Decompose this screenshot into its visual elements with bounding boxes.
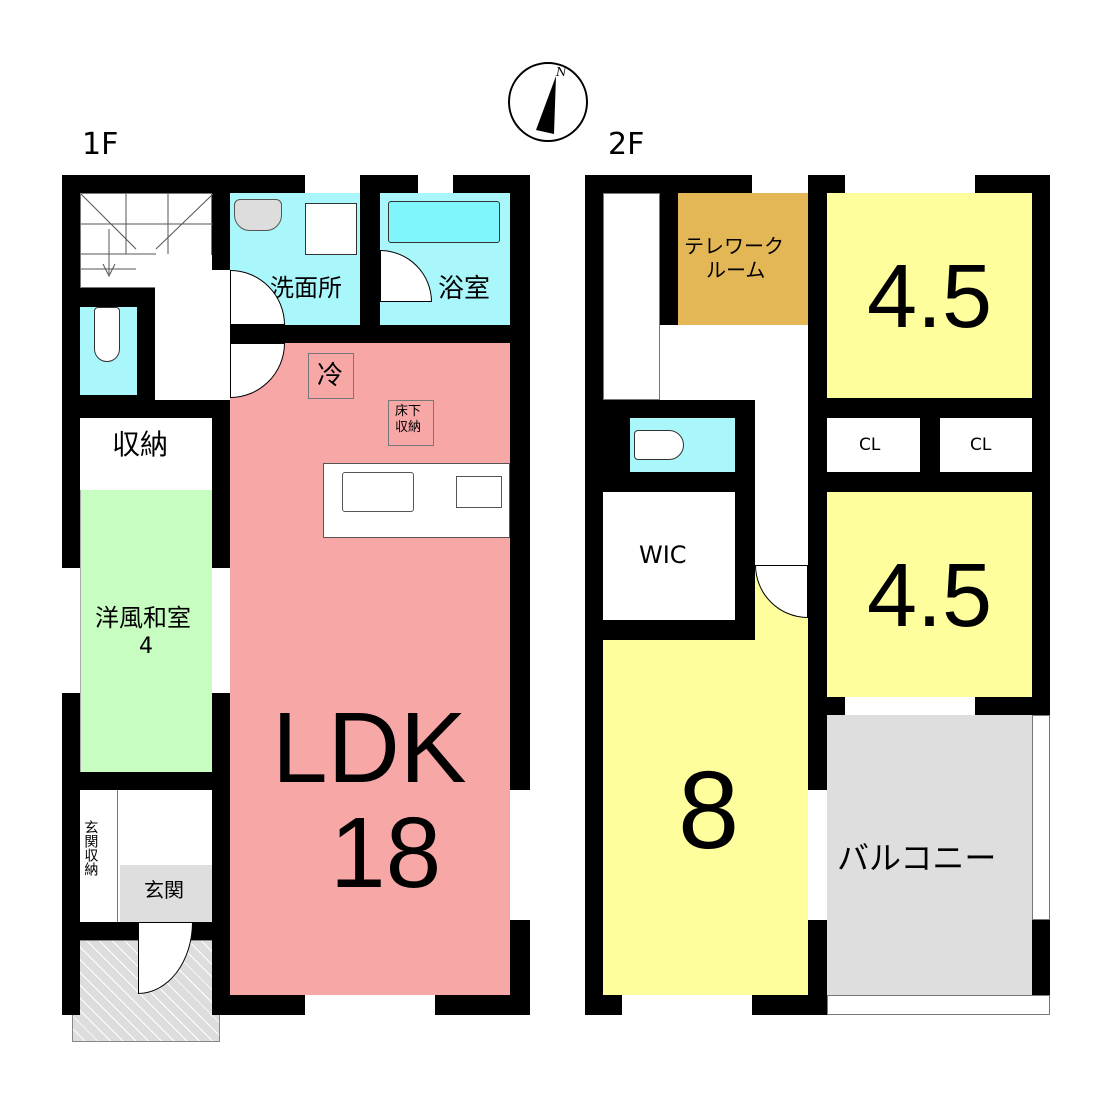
balcony-rail-right: [1032, 715, 1050, 920]
fridge-label: 冷: [317, 361, 344, 391]
compass-north-label: N: [556, 65, 567, 79]
porch-wall-right: [212, 940, 230, 1015]
underfloor-storage: 床下 収納: [388, 400, 434, 446]
entrance-tile: 玄関: [120, 865, 212, 922]
floor-label-2f: 2F: [608, 127, 645, 162]
entrance-storage: 玄関収納: [80, 790, 118, 922]
bedroom-west-size: 8: [678, 749, 740, 872]
bathtub-icon: [388, 201, 500, 243]
closet-1: CL: [827, 418, 920, 472]
compass: N: [508, 62, 588, 142]
floor-label-1f: 1F: [82, 127, 119, 162]
japanese-room: 洋風和室 4: [80, 490, 212, 772]
toilet-2f-icon: [634, 430, 684, 460]
closet-2-label: CL: [970, 435, 992, 455]
bedroom-east: 4.5: [827, 492, 1032, 697]
ldk: 冷 床下 収納 LDK 18: [230, 343, 510, 995]
storage-1f: 収納: [80, 418, 212, 490]
bedroom-northeast: 4.5: [827, 193, 1032, 398]
window-ldk-right: [510, 790, 530, 920]
entrance-hall: 玄関収納 玄関: [80, 790, 212, 922]
bathroom-label: 浴室: [438, 274, 491, 304]
wic-label: WIC: [639, 541, 687, 569]
north-arrow-icon: [536, 76, 556, 134]
stairs-1f: [80, 193, 213, 288]
underfloor-storage-line2: 収納: [395, 420, 422, 435]
entrance-storage-label: 玄関収納: [82, 820, 99, 876]
closet-2: CL: [940, 418, 1032, 472]
bathroom: 浴室: [380, 193, 510, 325]
toilet-icon: [94, 307, 120, 362]
stairs-icon: [81, 194, 213, 278]
washroom-label: 洗面所: [270, 274, 342, 302]
japanese-room-size: 4: [139, 634, 153, 659]
sink-icon: [234, 199, 282, 231]
window-telework: [752, 175, 808, 193]
window-japanese-left: [62, 568, 80, 693]
telework-room: テレワーク ルーム: [678, 193, 808, 325]
window-bathroom: [418, 175, 453, 193]
japanese-room-name: 洋風和室: [95, 604, 191, 632]
toilet-1f: [80, 307, 137, 395]
fridge-space: 冷: [308, 353, 354, 399]
bedroom-east-size: 4.5: [867, 546, 993, 646]
ldk-size: 18: [330, 797, 442, 909]
balcony-rail-bottom: [827, 995, 1050, 1015]
ldk-label: LDK: [272, 692, 467, 804]
window-west-right: [808, 790, 827, 920]
bedroom-northeast-size: 4.5: [867, 247, 993, 347]
balcony-label: バルコニー: [837, 839, 997, 877]
telework-label-1: テレワーク: [684, 234, 784, 258]
bedroom-west: 8: [603, 640, 808, 995]
window-balcony: [845, 697, 975, 715]
window-washroom: [305, 175, 360, 193]
window-west-bottom: [622, 995, 752, 1015]
entrance-label: 玄関: [144, 878, 184, 902]
window-japanese-right: [212, 568, 230, 693]
telework-label-2: ルーム: [706, 258, 766, 282]
window-ne-top: [845, 175, 975, 193]
hall-2f: [660, 325, 808, 400]
stove-icon: [456, 476, 502, 508]
porch-wall-left: [62, 940, 80, 1015]
wic: WIC: [603, 492, 735, 620]
toilet-2f: [630, 418, 735, 472]
balcony: バルコニー: [827, 715, 1032, 995]
kitchen-counter: [323, 463, 510, 538]
washing-machine-icon: [305, 203, 357, 255]
kitchen-sink-icon: [342, 472, 414, 512]
storage-label: 収納: [112, 428, 169, 461]
hall-1f-door-zone: [212, 270, 230, 400]
closet-1-label: CL: [859, 435, 881, 455]
washroom: 洗面所: [230, 193, 360, 325]
underfloor-storage-line1: 床下: [395, 404, 422, 419]
window-ldk-bottom: [305, 995, 435, 1015]
hall-1f: [155, 255, 212, 400]
stairs-2f: [603, 193, 660, 400]
